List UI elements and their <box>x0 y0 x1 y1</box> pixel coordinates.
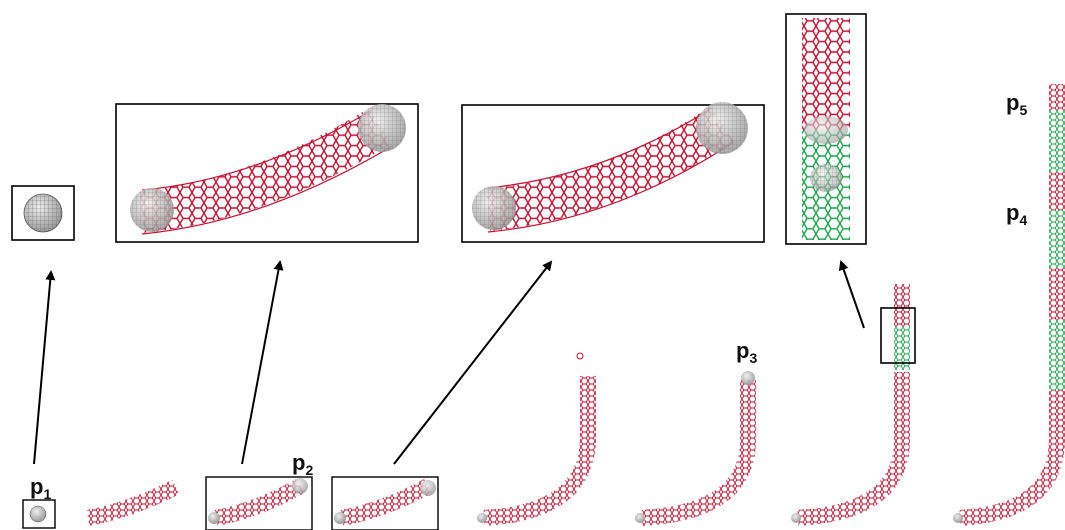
stage-1 <box>23 500 55 528</box>
arrow-3 <box>394 262 551 464</box>
stage-7 <box>791 284 915 523</box>
stage-3 <box>206 477 312 530</box>
stage-2 <box>88 487 176 518</box>
stage-4 <box>332 477 438 530</box>
arrow-2 <box>242 262 280 464</box>
label-p3: p3 <box>736 338 757 366</box>
inset-tube-later <box>462 102 764 242</box>
inset-tube-initial <box>116 104 418 242</box>
arrows <box>34 262 864 464</box>
stage-5 <box>477 353 588 523</box>
label-p5: p5 <box>1006 90 1027 118</box>
label-p1: p1 <box>30 474 51 502</box>
label-p2: p2 <box>292 450 313 478</box>
label-p4: p4 <box>1006 200 1027 228</box>
inset-particle <box>12 186 74 240</box>
stage-8 <box>953 84 1065 523</box>
inset-tube-junction <box>786 14 866 244</box>
stage-6 <box>635 371 755 523</box>
arrow-4 <box>841 262 864 328</box>
arrow-1 <box>34 272 51 464</box>
